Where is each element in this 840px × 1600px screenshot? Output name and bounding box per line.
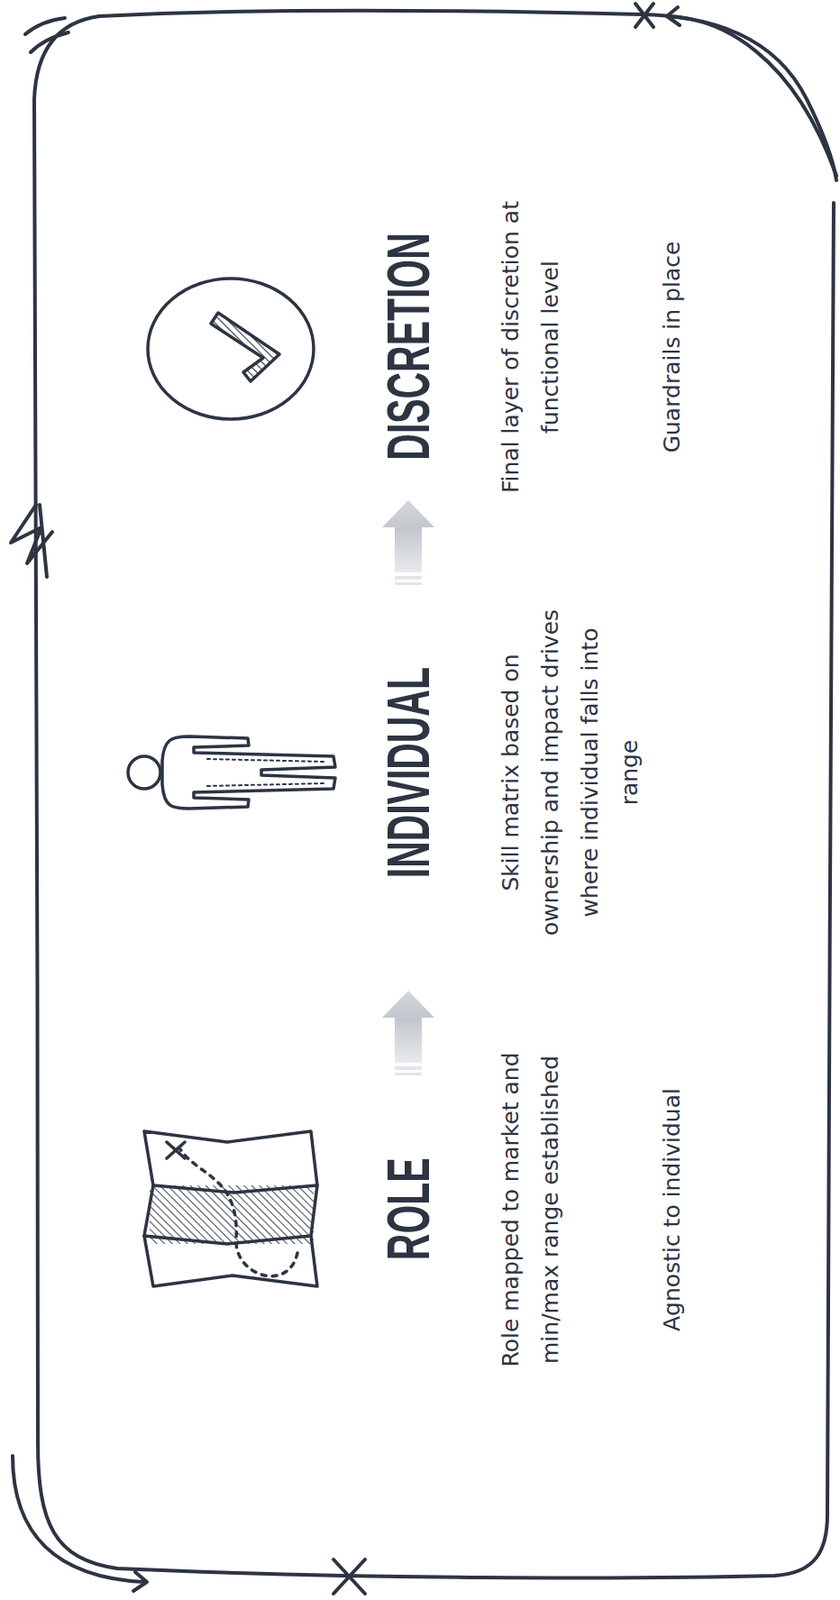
column-heading: DISCRETION: [374, 163, 443, 530]
frame-body: [34, 16, 834, 1578]
zigzag-mark: [10, 504, 53, 577]
column-note: Guardrails in place: [652, 175, 693, 519]
x-mark: [333, 1559, 366, 1594]
column-note: Agnostic to individual: [652, 1038, 693, 1381]
column-note: Final layer of discretion at functional …: [491, 175, 571, 519]
heading-letters: INDIVIDUAL: [374, 666, 443, 878]
tick-marks: [25, 18, 69, 53]
arrow-mark: [12, 1455, 147, 1591]
column-note: Skill matrix based on ownership and impa…: [491, 601, 650, 944]
check-icon: [147, 278, 314, 420]
x-mark: [635, 3, 654, 28]
frame-top: [99, 10, 837, 181]
heading-letters: ROLE: [374, 1158, 443, 1261]
map-icon: [144, 1131, 318, 1287]
person-icon: [127, 736, 336, 809]
column-heading: INDIVIDUAL: [374, 602, 443, 943]
column-note: Role mapped to market and min/max range …: [491, 1038, 571, 1381]
heading-letters: DISCRETION: [374, 233, 443, 461]
column-heading: ROLE: [374, 1126, 443, 1292]
flow-arrow: [382, 500, 435, 585]
flow-arrow: [382, 990, 435, 1076]
arrow-mark: [666, 7, 837, 176]
